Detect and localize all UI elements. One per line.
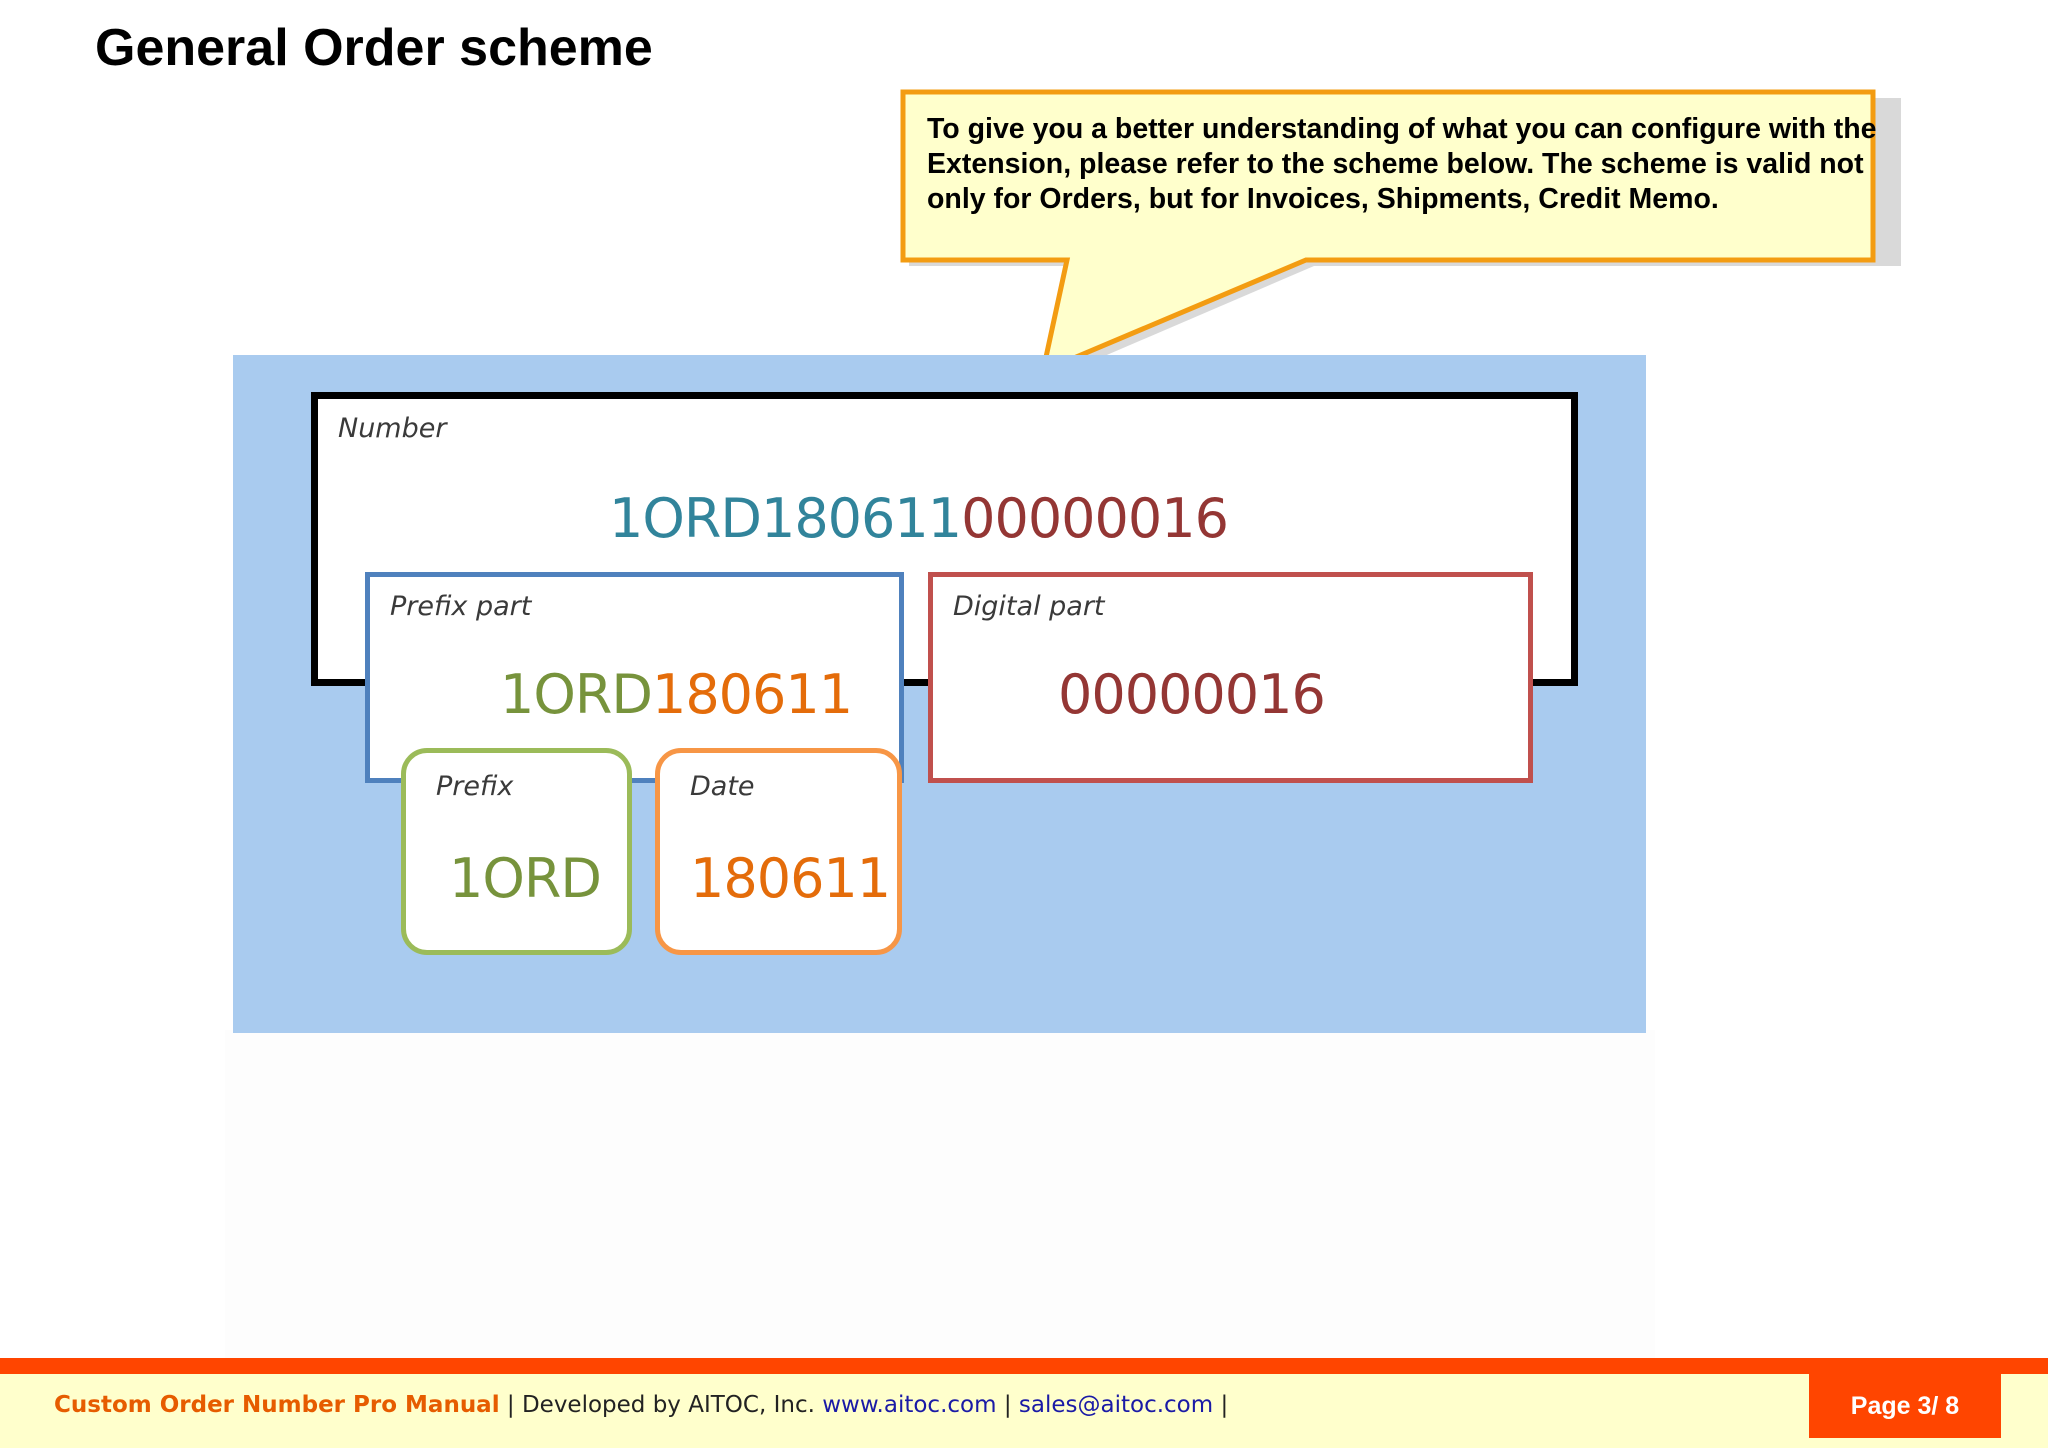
footer-email-link[interactable]: sales@aitoc.com [1018,1392,1214,1418]
prefix-part-box: Prefix part 1ORD180611 [365,572,904,783]
callout-text: To give you a better understanding of wh… [927,113,1877,215]
number-value: 1ORD18061100000016 [609,487,1229,550]
number-value-prefix: 1ORD180611 [609,487,962,550]
number-value-digits: 00000016 [961,487,1229,550]
number-label: Number [338,413,447,444]
prefix-part-value-prefix: 1ORD [500,663,653,726]
prefix-label: Prefix [436,771,514,802]
footer-manual-title: Custom Order Number Pro Manual [54,1392,500,1418]
footer-separator-end: | [1213,1392,1229,1418]
prefix-part-value-date: 180611 [651,663,853,726]
diagram-shadow-area [225,1030,1655,1360]
footer-developer: | Developed by AITOC, Inc. [499,1392,823,1418]
footer-separator: | [996,1392,1019,1418]
footer-website-link[interactable]: www.aitoc.com [822,1392,997,1418]
prefix-value: 1ORD [449,847,602,910]
prefix-box: Prefix 1ORD [401,748,632,955]
page-title: General Order scheme [95,19,653,77]
prefix-part-label: Prefix part [390,591,532,622]
prefix-part-value: 1ORD180611 [500,663,853,726]
digital-part-label: Digital part [953,591,1105,622]
date-label: Date [690,771,755,802]
footer: Custom Order Number Pro Manual | Develop… [0,1374,2048,1448]
callout: To give you a better understanding of wh… [900,89,1901,379]
digital-part-box: Digital part 00000016 [928,572,1533,783]
digital-part-value: 00000016 [1058,663,1326,726]
callout-bubble [900,89,1901,379]
footer-accent-bar [0,1358,2048,1374]
date-box: Date 180611 [655,748,902,955]
date-value: 180611 [690,847,891,910]
page-number-badge: Page 3/ 8 [1809,1374,2001,1438]
footer-text: Custom Order Number Pro Manual | Develop… [54,1392,1228,1418]
